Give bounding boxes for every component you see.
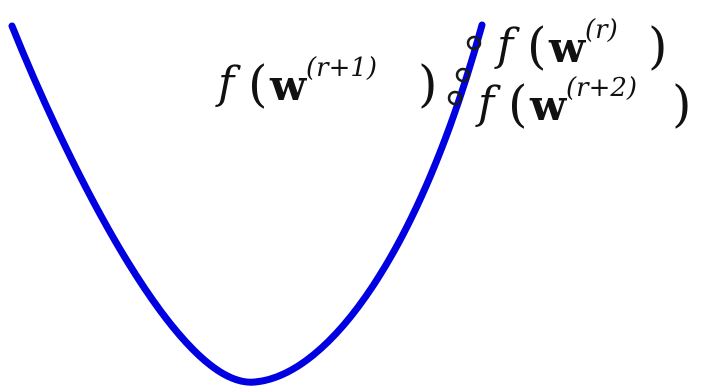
label-f-w-r-plus-2-var: w <box>529 81 567 130</box>
marker-w-r <box>466 35 482 51</box>
label-f-w-r-close-paren: ) <box>648 17 668 75</box>
label-f-w-r: f ( w (r) ) <box>494 15 668 75</box>
label-f-w-r-plus-2-open-paren: ( <box>508 75 528 133</box>
label-f-w-r-func: f <box>494 20 520 71</box>
marker-w-r-plus-1 <box>455 67 471 83</box>
label-f-w-r-var: w <box>548 23 586 72</box>
label-f-w-r-plus-2-superscript: (r+2) <box>566 73 637 103</box>
label-f-w-r-plus-1-open-paren: ( <box>248 55 268 113</box>
label-f-w-r-open-paren: ( <box>527 17 547 75</box>
label-f-w-r-plus-1-superscript: (r+1) <box>306 53 377 83</box>
label-f-w-r-plus-2: f ( w (r+2) ) <box>475 73 692 133</box>
label-f-w-r-plus-1: f ( w (r+1) ) <box>215 53 438 113</box>
label-f-w-r-plus-2-func: f <box>475 78 501 129</box>
label-f-w-r-plus-2-close-paren: ) <box>672 75 692 133</box>
label-f-w-r-plus-1-var: w <box>269 61 307 110</box>
loss-curve <box>8 21 486 386</box>
label-f-w-r-plus-1-func: f <box>215 58 241 109</box>
label-f-w-r-superscript: (r) <box>585 15 618 45</box>
label-f-w-r-plus-1-close-paren: ) <box>418 55 438 113</box>
marker-w-r-plus-2 <box>447 90 463 106</box>
